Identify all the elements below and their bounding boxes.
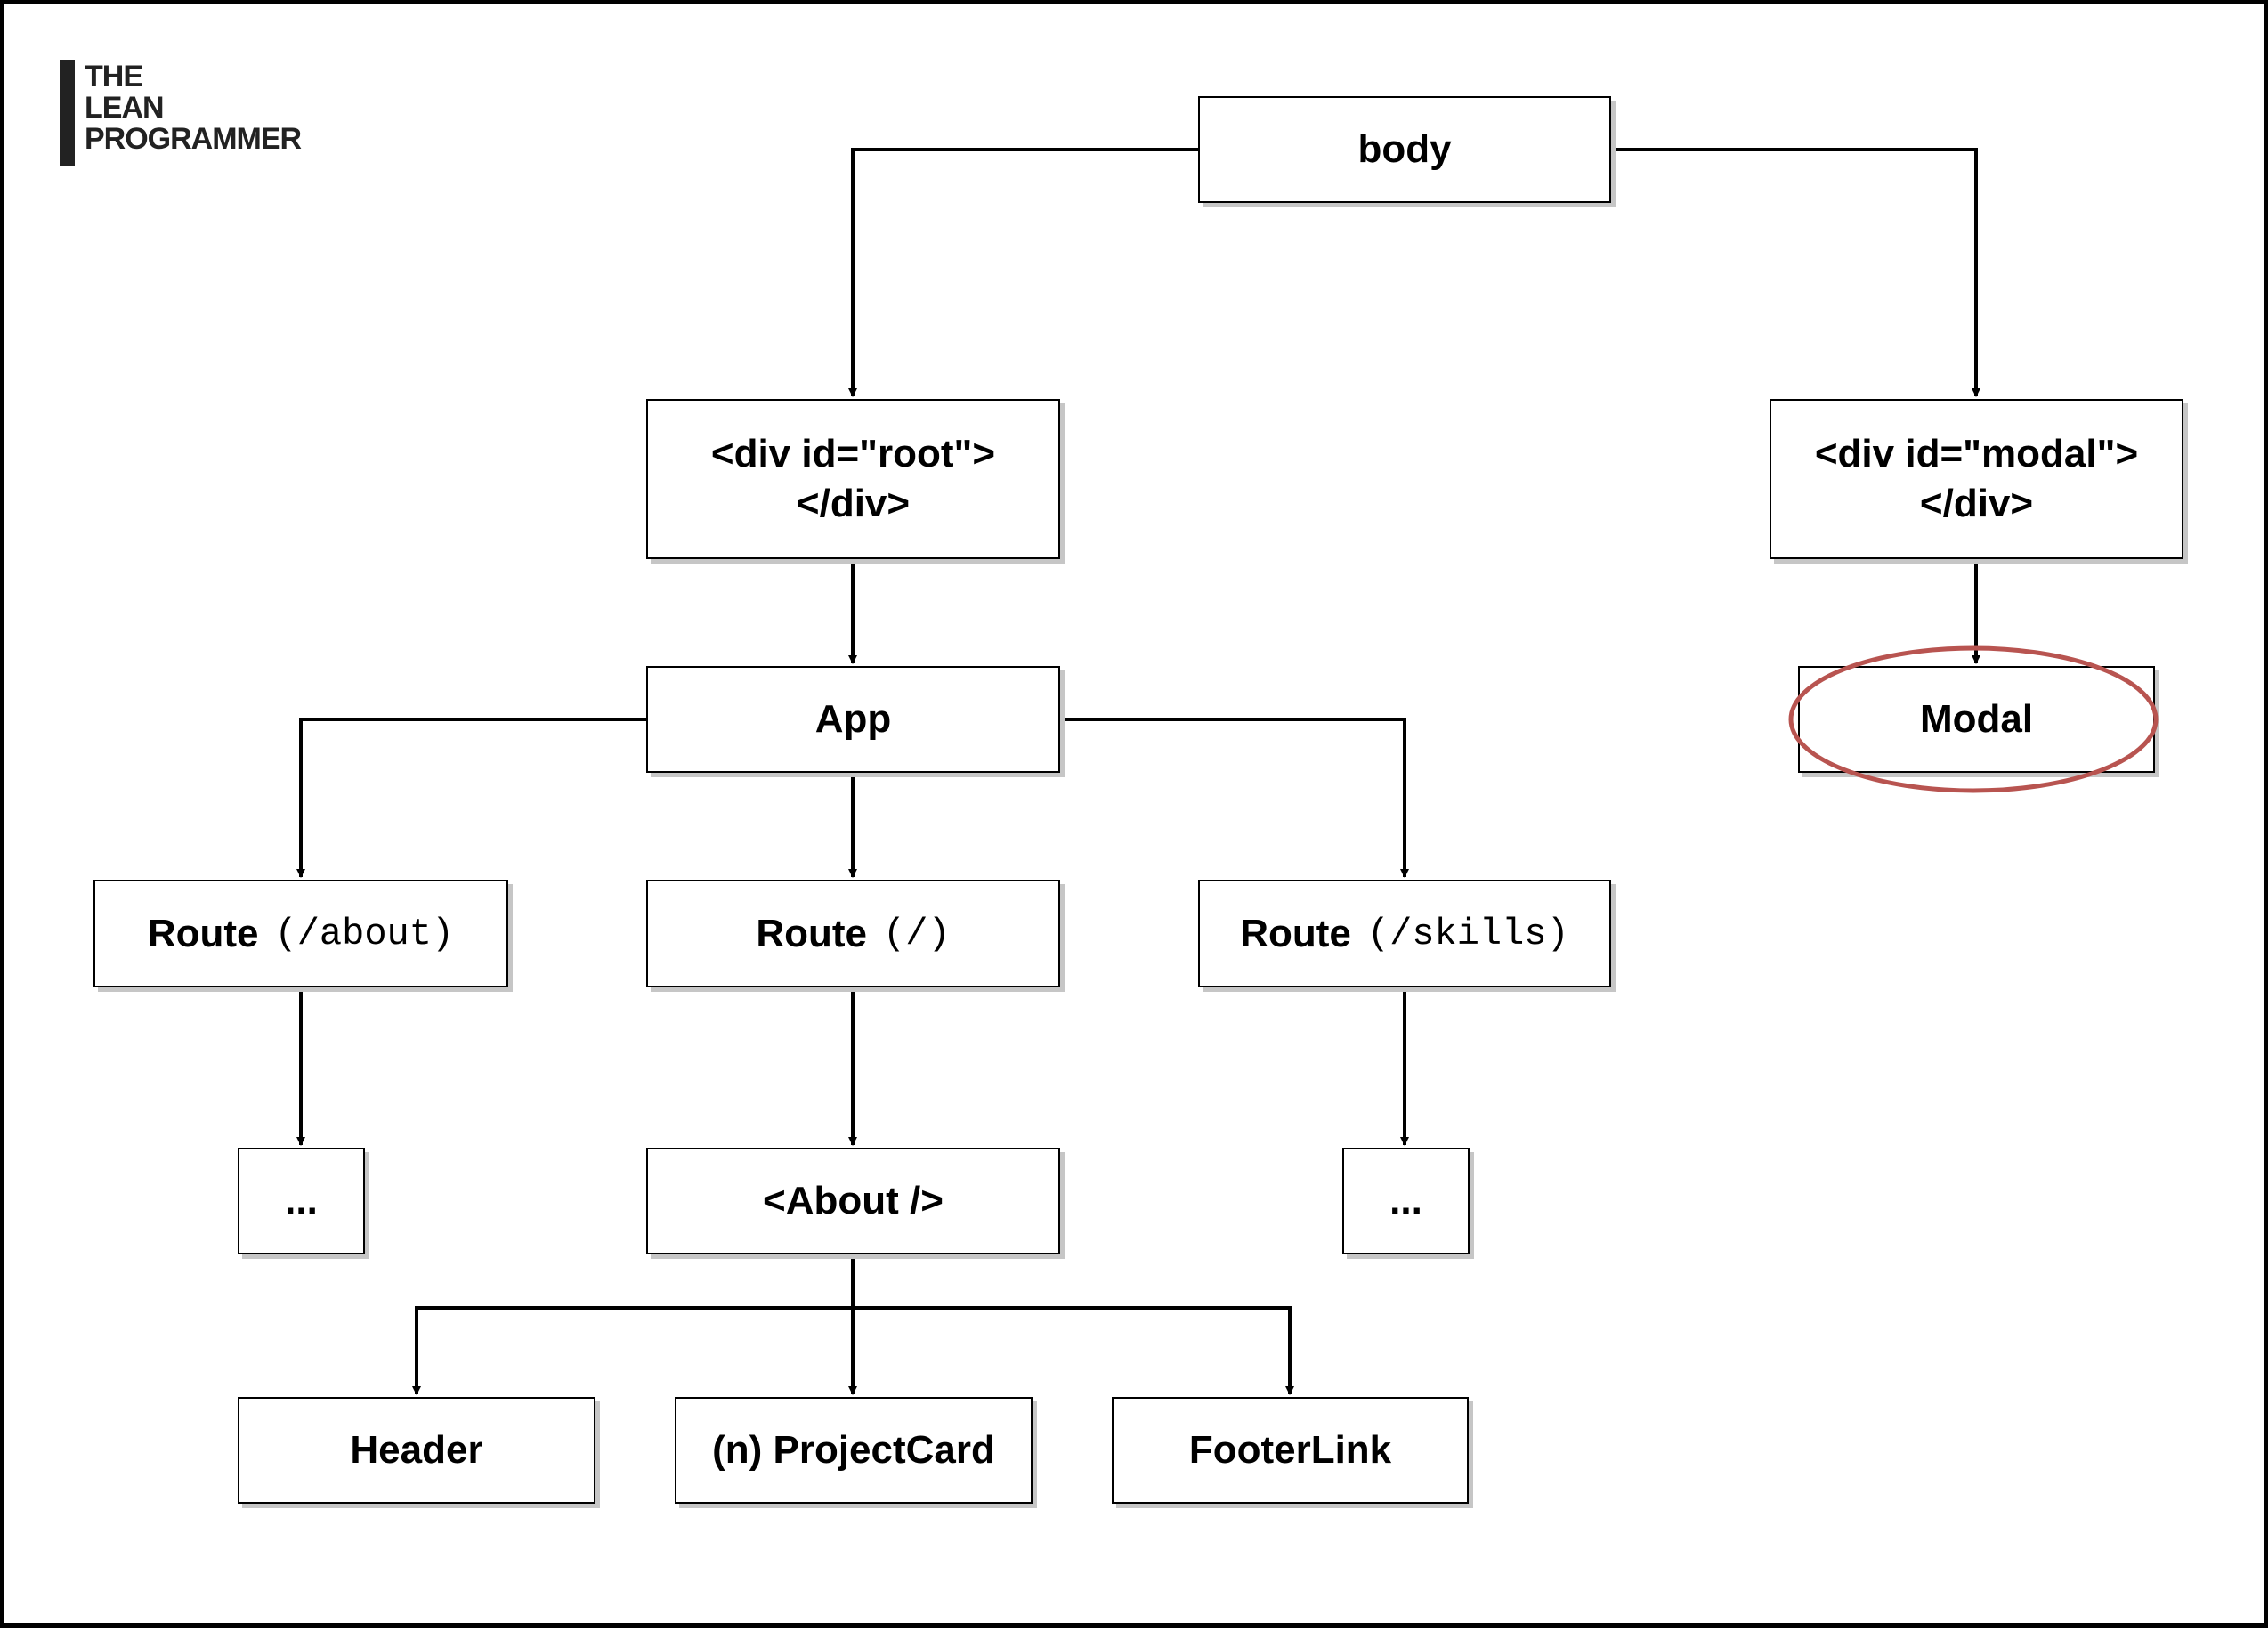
node-modal: Modal — [1798, 666, 2155, 773]
edge-app-route-skills — [1060, 718, 1409, 878]
node-body: body — [1198, 96, 1611, 203]
node-ellipsis-left: ... — [238, 1148, 365, 1254]
node-route-home-path: (/) — [883, 912, 951, 955]
node-modal-div-line-1: <div id="modal"> — [1814, 432, 2139, 475]
node-modal-div: <div id="modal"> </div> — [1770, 399, 2183, 559]
node-route-skills-path: (/skills) — [1366, 912, 1569, 955]
logo-line-3: PROGRAMMER — [85, 122, 302, 156]
node-about-component-label: <About /> — [763, 1179, 944, 1222]
logo-wordmark: THE LEAN PROGRAMMER — [85, 60, 302, 156]
logo-line-1: THE — [85, 60, 143, 93]
node-ellipsis-left-label: ... — [285, 1179, 318, 1222]
node-app-label: App — [814, 697, 892, 741]
node-project-card-label: (n) ProjectCard — [712, 1428, 995, 1472]
node-ellipsis-right: ... — [1342, 1148, 1470, 1254]
connector-layer — [296, 148, 1980, 1395]
edge-about-footer-link — [853, 1306, 1294, 1395]
node-modal-label: Modal — [1919, 697, 2034, 741]
node-route-home: Route (/) — [646, 880, 1060, 987]
node-footer-link-label: FooterLink — [1188, 1428, 1392, 1472]
node-body-label: body — [1357, 127, 1452, 171]
logo-bar — [60, 60, 75, 166]
node-ellipsis-right-label: ... — [1389, 1179, 1422, 1222]
node-route-skills: Route (/skills) — [1198, 880, 1611, 987]
node-route-about-path: (/about) — [274, 912, 455, 955]
node-route-about: Route (/about) — [93, 880, 508, 987]
node-project-card: (n) ProjectCard — [675, 1397, 1033, 1504]
edge-about-header — [412, 1254, 855, 1395]
logo-line-2: LEAN — [85, 91, 165, 125]
node-route-home-label: Route — [756, 911, 868, 955]
node-modal-div-line-2: </div> — [1919, 482, 2034, 525]
node-route-about-label: Route — [147, 911, 259, 955]
node-root-div-line-2: </div> — [796, 482, 911, 525]
node-header: Header — [238, 1397, 595, 1504]
node-about-component: <About /> — [646, 1148, 1060, 1254]
node-route-skills-label: Route — [1240, 911, 1351, 955]
node-app: App — [646, 666, 1060, 773]
edge-body-root — [848, 148, 1198, 397]
edge-body-modal-div — [1611, 148, 1980, 397]
node-header-label: Header — [350, 1428, 483, 1472]
edge-app-route-about — [296, 718, 646, 878]
node-root-div-line-1: <div id="root"> — [710, 432, 996, 475]
node-footer-link: FooterLink — [1112, 1397, 1469, 1504]
node-root-div: <div id="root"> </div> — [646, 399, 1060, 559]
